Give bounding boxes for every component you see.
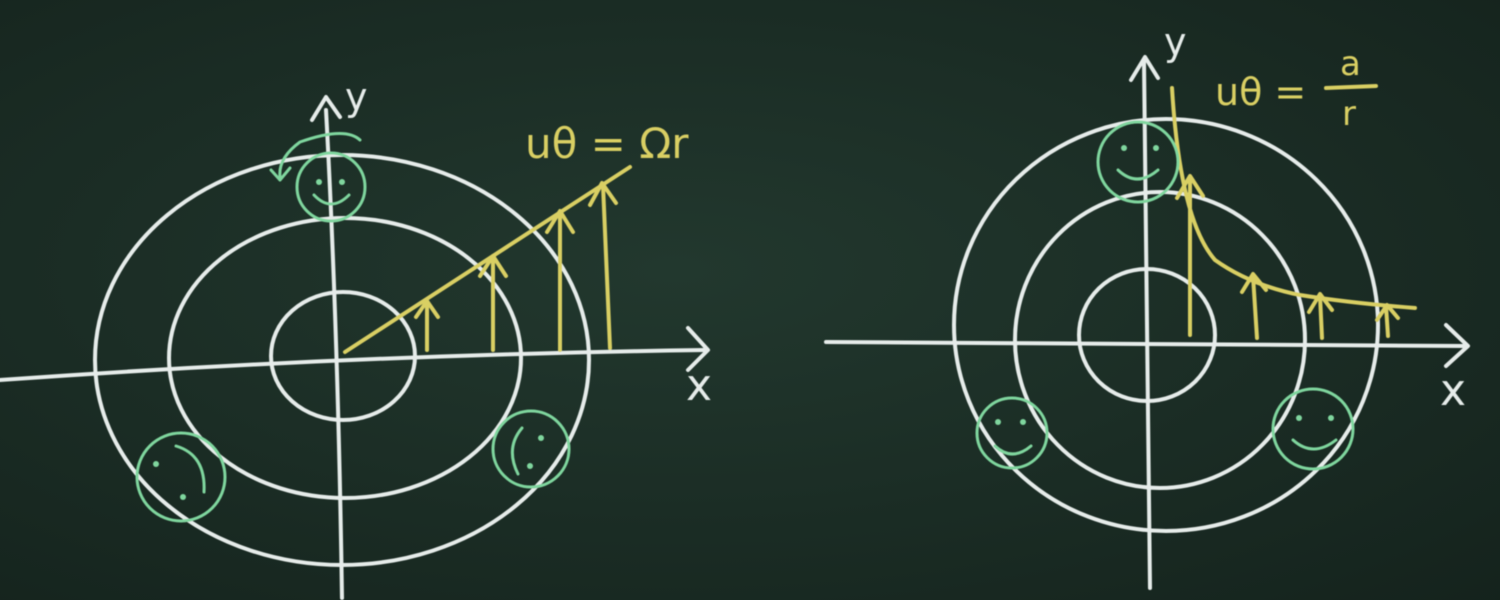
left-x-axis — [0, 348, 707, 382]
right-velocity-curve — [1170, 86, 1417, 310]
right-y-label: y — [1164, 20, 1187, 64]
left-velocity-line — [343, 165, 632, 354]
left-velocity-arrows — [414, 181, 618, 352]
right-formula-numerator: a — [1340, 44, 1361, 84]
right-smiley-bottom-right — [1271, 387, 1355, 471]
right-x-arrowhead — [1444, 323, 1470, 368]
left-y-label: y — [345, 75, 368, 119]
left-x-label: x — [686, 360, 712, 411]
left-smiley-top — [269, 131, 367, 223]
right-outer-circle — [952, 117, 1380, 533]
left-y-arrowhead — [310, 95, 342, 122]
right-diagram: y x uθ = a r — [824, 20, 1470, 590]
right-y-axis — [1142, 60, 1152, 590]
left-y-axis — [324, 108, 344, 600]
right-velocity-arrows — [1175, 174, 1400, 340]
right-formula-lhs: uθ = — [1215, 70, 1306, 114]
left-formula: uθ = Ωr — [525, 119, 689, 168]
right-smiley-top — [1096, 120, 1180, 204]
right-inner-circle — [1077, 267, 1217, 403]
right-x-label: x — [1440, 365, 1466, 416]
right-middle-circle — [1013, 190, 1307, 490]
left-inner-circle — [269, 290, 417, 422]
right-formula-denominator: r — [1342, 94, 1356, 134]
left-smiley-bottom-left — [135, 431, 227, 523]
right-fraction-bar — [1324, 84, 1378, 90]
right-y-arrowhead — [1129, 55, 1160, 82]
left-diagram: y x uθ = Ωr — [0, 75, 712, 600]
left-x-arrowhead — [686, 326, 710, 372]
right-smiley-bottom-left — [975, 396, 1049, 470]
left-smiley-bottom-right — [491, 409, 571, 489]
